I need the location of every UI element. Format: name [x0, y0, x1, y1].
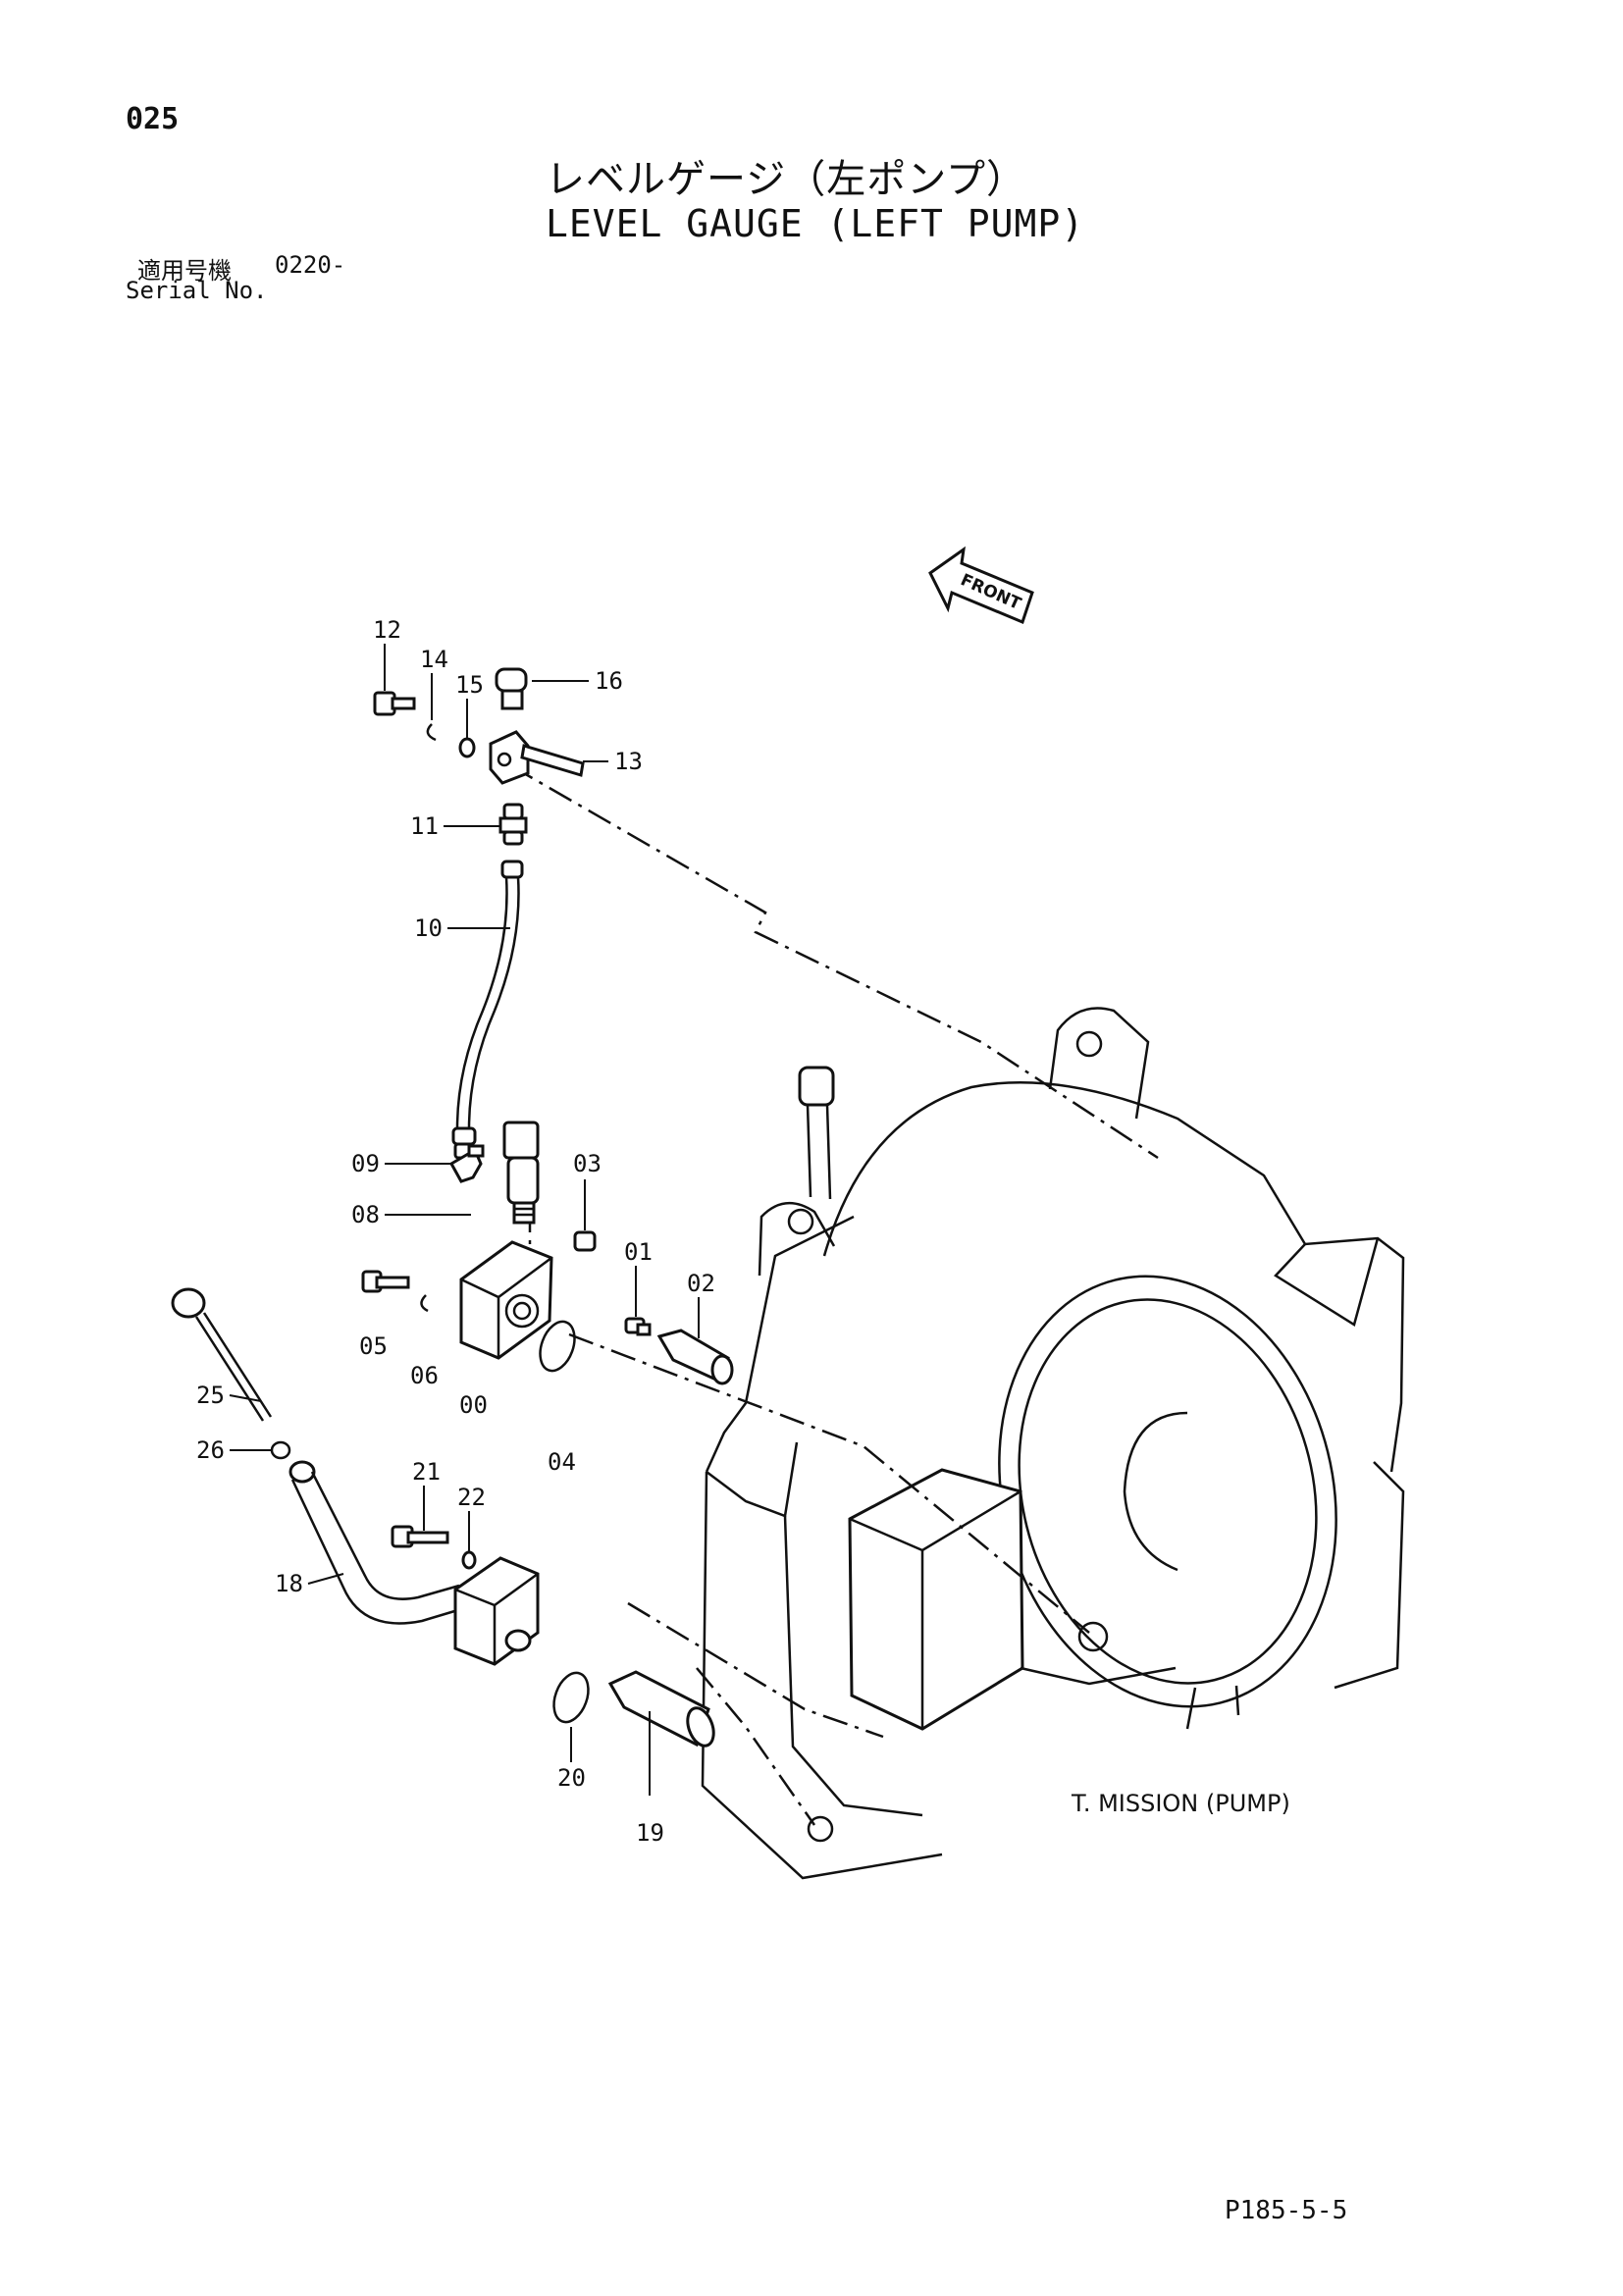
callout-21: 21	[412, 1458, 441, 1486]
callout-10: 10	[414, 914, 443, 942]
part-25-dipstick	[171, 1287, 273, 1422]
part-26-o-ring	[270, 1440, 291, 1460]
part-20-o-ring	[552, 1671, 590, 1724]
callout-18: 18	[275, 1570, 303, 1597]
part-04-o-ring	[539, 1320, 576, 1373]
part-03-plug	[573, 1230, 597, 1252]
assembly-lines	[509, 763, 1159, 1826]
part-02-filter	[656, 1329, 734, 1385]
serial-label-japanese: 適用号機	[137, 257, 232, 285]
callout-06: 06	[410, 1362, 439, 1389]
part-12-block	[489, 730, 585, 785]
assembly-label: T. MISSION (PUMP)	[1072, 1790, 1290, 1817]
callout-00: 00	[459, 1391, 488, 1419]
callout-25: 25	[196, 1382, 225, 1409]
front-arrow-icon: FRONT	[928, 546, 1034, 625]
part-16-plug	[495, 667, 528, 710]
part-09-elbow	[448, 1144, 485, 1183]
callout-20: 20	[557, 1764, 586, 1792]
callout-14: 14	[420, 646, 448, 673]
part-22-washer	[461, 1550, 477, 1570]
callout-16: 16	[595, 667, 623, 695]
part-06-washer	[420, 1294, 429, 1313]
callout-19: 19	[636, 1819, 664, 1847]
part-14-washer	[426, 723, 437, 742]
leader-lines	[229, 644, 700, 1796]
callout-22: 22	[457, 1484, 486, 1511]
callout-08: 08	[351, 1201, 380, 1228]
part-01-adapter	[624, 1317, 652, 1336]
part-05-bolt	[361, 1270, 410, 1293]
part-19-strainer	[607, 1670, 715, 1748]
part-18-pipe	[288, 1460, 462, 1625]
page-number: 025	[126, 102, 180, 136]
callout-04: 04	[548, 1448, 576, 1476]
sheet-reference: P185-5-5	[1225, 2196, 1348, 2225]
callout-12: 13	[614, 748, 643, 775]
callout-11: 11	[410, 812, 439, 840]
callout-13: 12	[373, 616, 401, 644]
part-10-hose	[451, 860, 524, 1160]
part-18-flange-block	[453, 1556, 540, 1666]
part-number-labels: 12 14 15 16 13 11 10 09 08 03 01 02 05 0…	[196, 616, 715, 1847]
serial-label-english: Serial No.	[126, 277, 268, 304]
part-08-switch	[502, 1121, 540, 1225]
part-00-block	[459, 1240, 553, 1360]
callout-26: 26	[196, 1436, 225, 1464]
callout-01: 01	[624, 1238, 653, 1266]
callout-03: 03	[573, 1150, 602, 1177]
serial-value: 0220-	[275, 251, 346, 279]
part-11-adapter	[498, 803, 528, 846]
part-15-washer	[458, 737, 476, 758]
part-13-bolt	[373, 691, 416, 716]
part-21-bolt	[391, 1525, 449, 1548]
callout-02: 02	[687, 1270, 715, 1297]
callout-09: 09	[351, 1150, 380, 1177]
callout-05: 05	[359, 1332, 388, 1360]
transmission-housing	[701, 1007, 1405, 1880]
callout-15: 15	[455, 671, 484, 699]
title-japanese: レベルゲージ（左ポンプ）	[546, 157, 1026, 202]
title-english: LEVEL GAUGE (LEFT PUMP)	[546, 202, 1085, 245]
